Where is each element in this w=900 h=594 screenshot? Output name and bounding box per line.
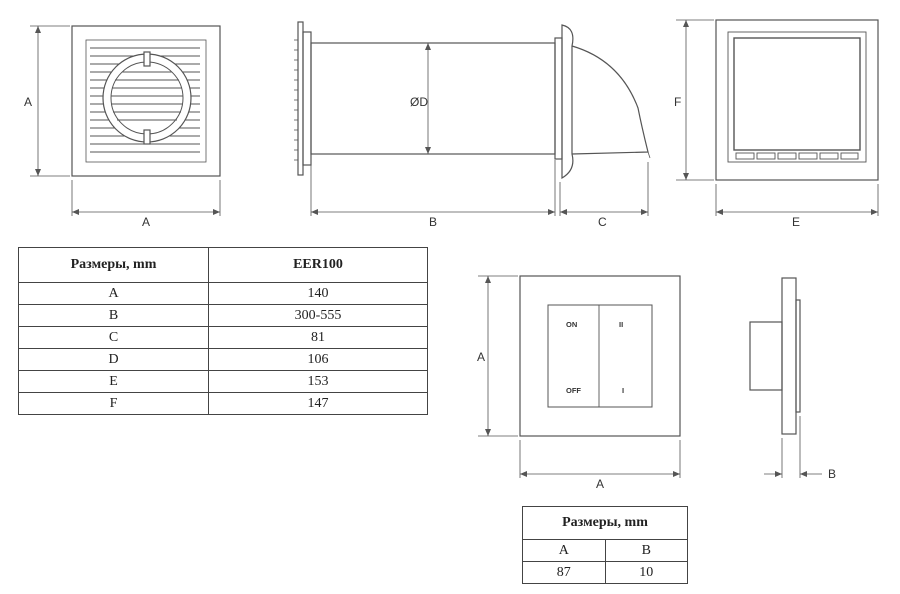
table-title-row: Размеры, mm: [522, 506, 688, 540]
table-header-row: A B: [522, 539, 688, 562]
label-grille-width: A: [142, 215, 150, 229]
switch-dimensions: [478, 275, 681, 478]
table-header-dimensions: Размеры, mm: [18, 247, 209, 283]
table-cell-key: C: [18, 326, 209, 349]
switch-label-two: II: [619, 320, 623, 329]
switch-label-off: OFF: [566, 386, 581, 395]
table-cell-value: 81: [208, 326, 428, 349]
switch-side-view: [749, 277, 822, 478]
label-switch-height: A: [477, 350, 485, 364]
label-hood-height: F: [674, 95, 681, 109]
grille-dimensions: [30, 25, 221, 216]
switch-label-on: ON: [566, 320, 577, 329]
table-cell-a: 87: [522, 561, 606, 584]
table-cell-value: 140: [208, 282, 428, 305]
label-switch-depth: B: [828, 467, 836, 481]
table-title: Размеры, mm: [522, 506, 688, 540]
label-hood-width: E: [792, 215, 800, 229]
hood-front-view: [715, 19, 879, 181]
table-header-a: A: [522, 539, 606, 562]
label-hood-depth: C: [598, 215, 607, 229]
label-duct-diameter: ØD: [410, 95, 428, 109]
arrowheads: [35, 20, 878, 477]
table-header-b: B: [604, 539, 688, 562]
label-grille-height: A: [24, 95, 32, 109]
table-cell-b: 10: [604, 561, 688, 584]
duct-side-view: [294, 21, 651, 180]
table-cell-key: F: [18, 392, 209, 415]
table-cell-key: B: [18, 304, 209, 327]
label-switch-width: A: [596, 477, 604, 491]
table-cell-value: 106: [208, 348, 428, 371]
dimensions-table-switch: Размеры, mm A B 87 10: [522, 506, 688, 584]
table-cell-value: 147: [208, 392, 428, 415]
duct-dimensions: [310, 43, 649, 216]
switch-label-one: I: [622, 386, 624, 395]
switch-front-view: [519, 275, 681, 437]
table-cell-key: D: [18, 348, 209, 371]
table-header-row: Размеры, mm EER100: [18, 247, 428, 283]
table-row: 87 10: [522, 561, 688, 584]
table-header-model: EER100: [208, 247, 428, 283]
table-cell-key: E: [18, 370, 209, 393]
hood-dimensions: [676, 19, 879, 216]
table-cell-value: 300-555: [208, 304, 428, 327]
grille-front-view: [71, 25, 221, 177]
label-duct-length: B: [429, 215, 437, 229]
table-cell-value: 153: [208, 370, 428, 393]
table-cell-key: A: [18, 282, 209, 305]
